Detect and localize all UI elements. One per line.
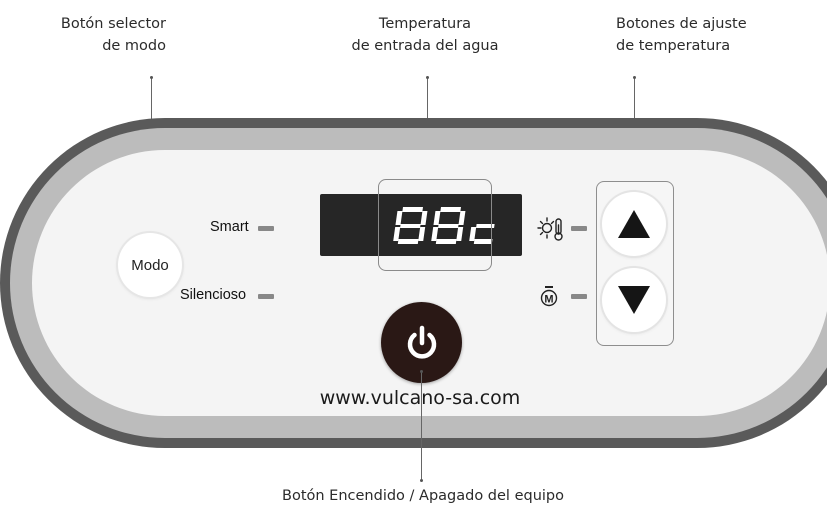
power-button[interactable]: [381, 302, 462, 383]
display-digit-2: [431, 207, 466, 244]
temp-adjust-callout: Botones de ajuste de temperatura: [616, 13, 786, 57]
temp-adjust-callout-line2: de temperatura: [616, 38, 731, 54]
water-temp-callout-line1: Temperatura: [378, 16, 472, 32]
smart-mode-led: [258, 226, 274, 231]
display-unit-c: [469, 224, 495, 244]
temperature-down-button[interactable]: [602, 268, 666, 332]
smart-mode-label: Smart: [210, 219, 249, 235]
temperature-up-button[interactable]: [602, 192, 666, 256]
silent-mode-label: Silencioso: [180, 287, 247, 303]
website-url: www.vulcano-sa.com: [319, 387, 521, 409]
seven-segment-readout: [393, 207, 495, 244]
mode-selector-callout-line2: de modo: [102, 38, 166, 54]
power-callout: Botón Encendido / Apagado del equipo: [282, 488, 564, 504]
water-temp-callout: Temperatura de entrada del agua: [345, 13, 505, 57]
display-highlight-frame: [378, 179, 492, 271]
temp-adjust-callout-line1: Botones de ajuste: [616, 16, 747, 32]
silent-mode-led: [258, 294, 274, 299]
svg-text:M: M: [544, 294, 553, 306]
mode-button[interactable]: Modo: [118, 233, 182, 297]
heating-mode-led: [571, 226, 587, 231]
manual-m-icon: M: [539, 285, 559, 307]
triangle-down-icon: [618, 286, 650, 314]
display-digit-1: [393, 207, 428, 244]
mode-button-label: Modo: [131, 256, 169, 274]
manual-mode-led: [571, 294, 587, 299]
triangle-up-icon: [618, 210, 650, 238]
water-temp-callout-line2: de entrada del agua: [351, 38, 499, 54]
power-icon: [407, 325, 436, 359]
temperature-display: [320, 194, 522, 256]
mode-selector-callout-line1: Botón selector: [60, 16, 166, 32]
power-leader: [420, 370, 423, 482]
sun-thermometer-icon: [537, 214, 567, 244]
mode-selector-callout: Botón selector de modo: [48, 13, 166, 57]
